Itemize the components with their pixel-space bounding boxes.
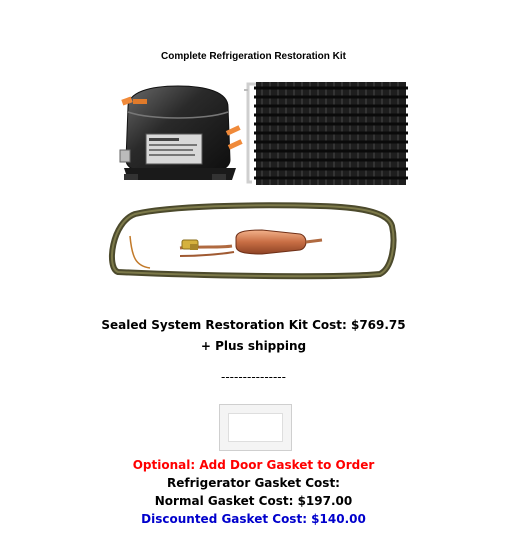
gasket-opening (228, 413, 283, 442)
divider: --------------- (221, 370, 286, 384)
shipping-note: + Plus shipping (200, 339, 307, 353)
compressor-image (119, 85, 243, 180)
process-tubing-image (109, 202, 397, 280)
condenser-coil-image (244, 82, 408, 185)
kit-cost-label: Sealed System Restoration Kit Cost: $769… (101, 318, 406, 332)
optional-gasket-label: Optional: Add Door Gasket to Order (132, 458, 375, 472)
refrigeration-kit-image (109, 82, 408, 280)
normal-gasket-cost: Normal Gasket Cost: $197.00 (154, 494, 353, 508)
discounted-gasket-cost: Discounted Gasket Cost: $140.00 (141, 512, 366, 526)
gasket-cost-header: Refrigerator Gasket Cost: (167, 476, 340, 490)
door-gasket-image[interactable] (219, 404, 292, 451)
kit-title: Complete Refrigeration Restoration Kit (160, 51, 347, 62)
